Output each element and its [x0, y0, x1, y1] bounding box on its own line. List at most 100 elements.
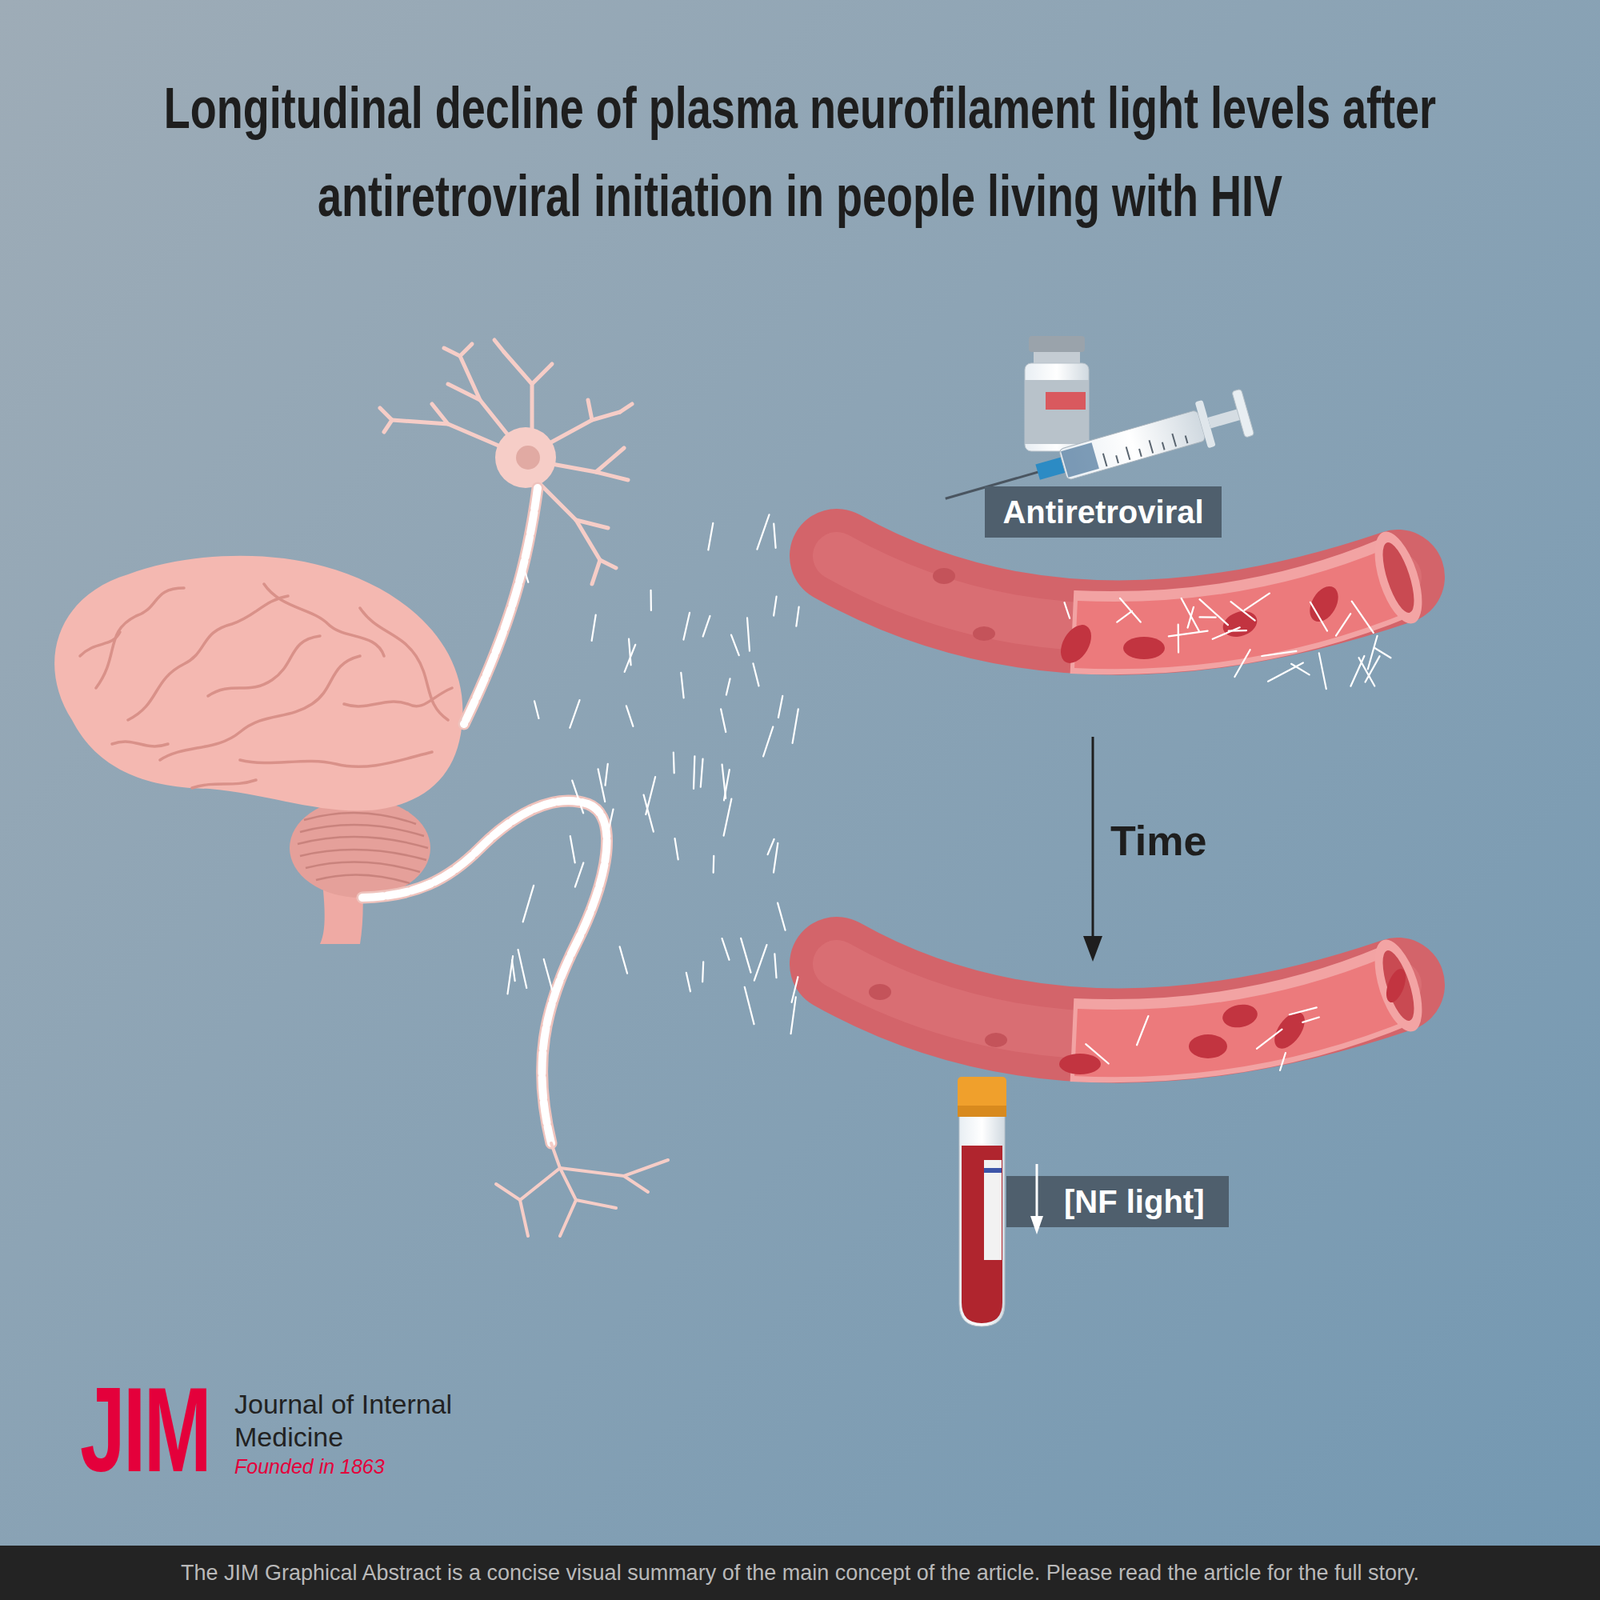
fragment [756, 514, 769, 549]
fragment [598, 768, 606, 802]
fragment [726, 678, 731, 695]
fragment [1181, 598, 1200, 632]
fragment [534, 700, 539, 719]
fragment [777, 903, 786, 931]
fragment [1261, 651, 1296, 656]
fragment [1168, 631, 1208, 637]
fragment [608, 809, 613, 833]
fragment [1256, 1029, 1283, 1049]
fragment [1374, 648, 1391, 658]
fragment [683, 612, 690, 640]
fragment [518, 949, 528, 988]
blood-vessel [836, 934, 1432, 1075]
fragment [720, 708, 726, 732]
fragment [1244, 593, 1270, 611]
fragment [592, 615, 596, 641]
fragment [1352, 601, 1374, 633]
title: Longitudinal decline of plasma neurofila… [68, 64, 1532, 240]
neuron [362, 340, 668, 1236]
fragment [522, 564, 528, 583]
fragment [1310, 602, 1328, 632]
journal-name: Journal of Internal Medicine [234, 1388, 483, 1454]
fragment [744, 987, 755, 1024]
fragment [1136, 1016, 1148, 1045]
fragment [740, 938, 751, 973]
fragment [778, 696, 783, 718]
journal-tagline: Founded in 1863 [234, 1454, 385, 1479]
decrease-arrow [1030, 1164, 1044, 1235]
fragment [752, 663, 759, 686]
fragment [774, 953, 776, 978]
fragment [712, 856, 716, 873]
fragment [700, 759, 704, 788]
fragment [1064, 602, 1071, 619]
fragment [620, 946, 628, 973]
time-label: Time [1110, 816, 1207, 866]
fragment [768, 839, 775, 855]
fragment [1291, 664, 1310, 676]
fragment [731, 635, 740, 656]
fragment [680, 672, 684, 699]
fragment [773, 524, 776, 548]
fragment [693, 756, 695, 789]
fragment [1268, 662, 1304, 681]
fragment [1350, 656, 1364, 687]
blood-vessel [836, 526, 1432, 669]
blood-tube [957, 1076, 1007, 1327]
fragment [570, 836, 576, 863]
fragment [703, 616, 711, 637]
fragment [626, 705, 634, 727]
fragment [722, 938, 730, 960]
fragment [1200, 616, 1216, 618]
fragment [649, 590, 652, 611]
footer-bar [0, 1545, 1600, 1600]
fragment [1200, 599, 1228, 625]
fragment [1359, 657, 1376, 686]
label-text: Antiretroviral [1002, 493, 1204, 531]
fragment [572, 780, 584, 814]
fragment [747, 617, 750, 651]
fragment [1280, 1052, 1286, 1071]
time-arrow [1083, 736, 1103, 962]
fragment [763, 726, 773, 756]
logo: JIM [80, 1369, 210, 1490]
fragment [708, 523, 713, 551]
fragment [792, 708, 799, 744]
biomarker-label: [NF light] [1006, 1176, 1229, 1228]
caption: The JIM Graphical Abstract is a concise … [16, 1545, 1584, 1600]
fragment [1188, 607, 1194, 628]
neurofilament-fragments [507, 514, 1391, 1071]
fragment [1336, 613, 1351, 636]
fragment [796, 607, 799, 627]
fragment [702, 961, 704, 982]
fragment [724, 799, 732, 836]
brain [54, 556, 463, 944]
fragment [507, 956, 513, 994]
fragment [523, 885, 534, 923]
fragment [1234, 649, 1250, 677]
drug-label: Antiretroviral [984, 486, 1221, 538]
fragment [672, 752, 676, 774]
fragment [1212, 627, 1240, 639]
fragment [1368, 636, 1378, 670]
fragment [773, 843, 778, 873]
vial [1024, 336, 1089, 452]
fragment [1289, 1007, 1317, 1015]
fragment [544, 959, 553, 991]
fragment [686, 972, 691, 992]
fragment [604, 764, 608, 786]
fragment [1177, 624, 1180, 653]
fragment [1302, 1017, 1320, 1023]
fragment [628, 639, 632, 666]
fragment [724, 769, 730, 800]
fragment [1116, 611, 1132, 623]
label-text: [NF light] [1064, 1183, 1205, 1220]
fragment [1085, 1044, 1108, 1064]
fragment [645, 776, 656, 815]
fragment [575, 862, 584, 887]
fragment [1319, 652, 1327, 689]
fragment [754, 944, 768, 981]
